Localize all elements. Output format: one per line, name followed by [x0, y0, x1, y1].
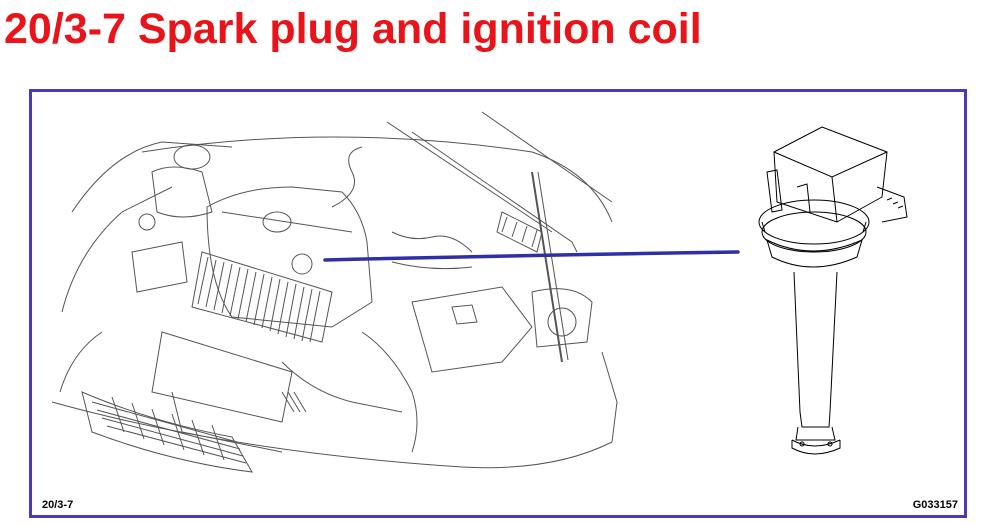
figure-ref-left: 20/3-7	[42, 499, 74, 511]
figure-canvas	[51, 111, 908, 473]
engine-bay-icon	[51, 111, 618, 473]
figure-frame: 20/3-7 G033157	[29, 89, 967, 518]
pointer-line	[323, 250, 740, 262]
ignition-coil-icon	[758, 126, 908, 455]
figure-ref-right: G033157	[912, 499, 958, 511]
page-title: 20/3-7 Spark plug and ignition coil	[4, 5, 702, 53]
